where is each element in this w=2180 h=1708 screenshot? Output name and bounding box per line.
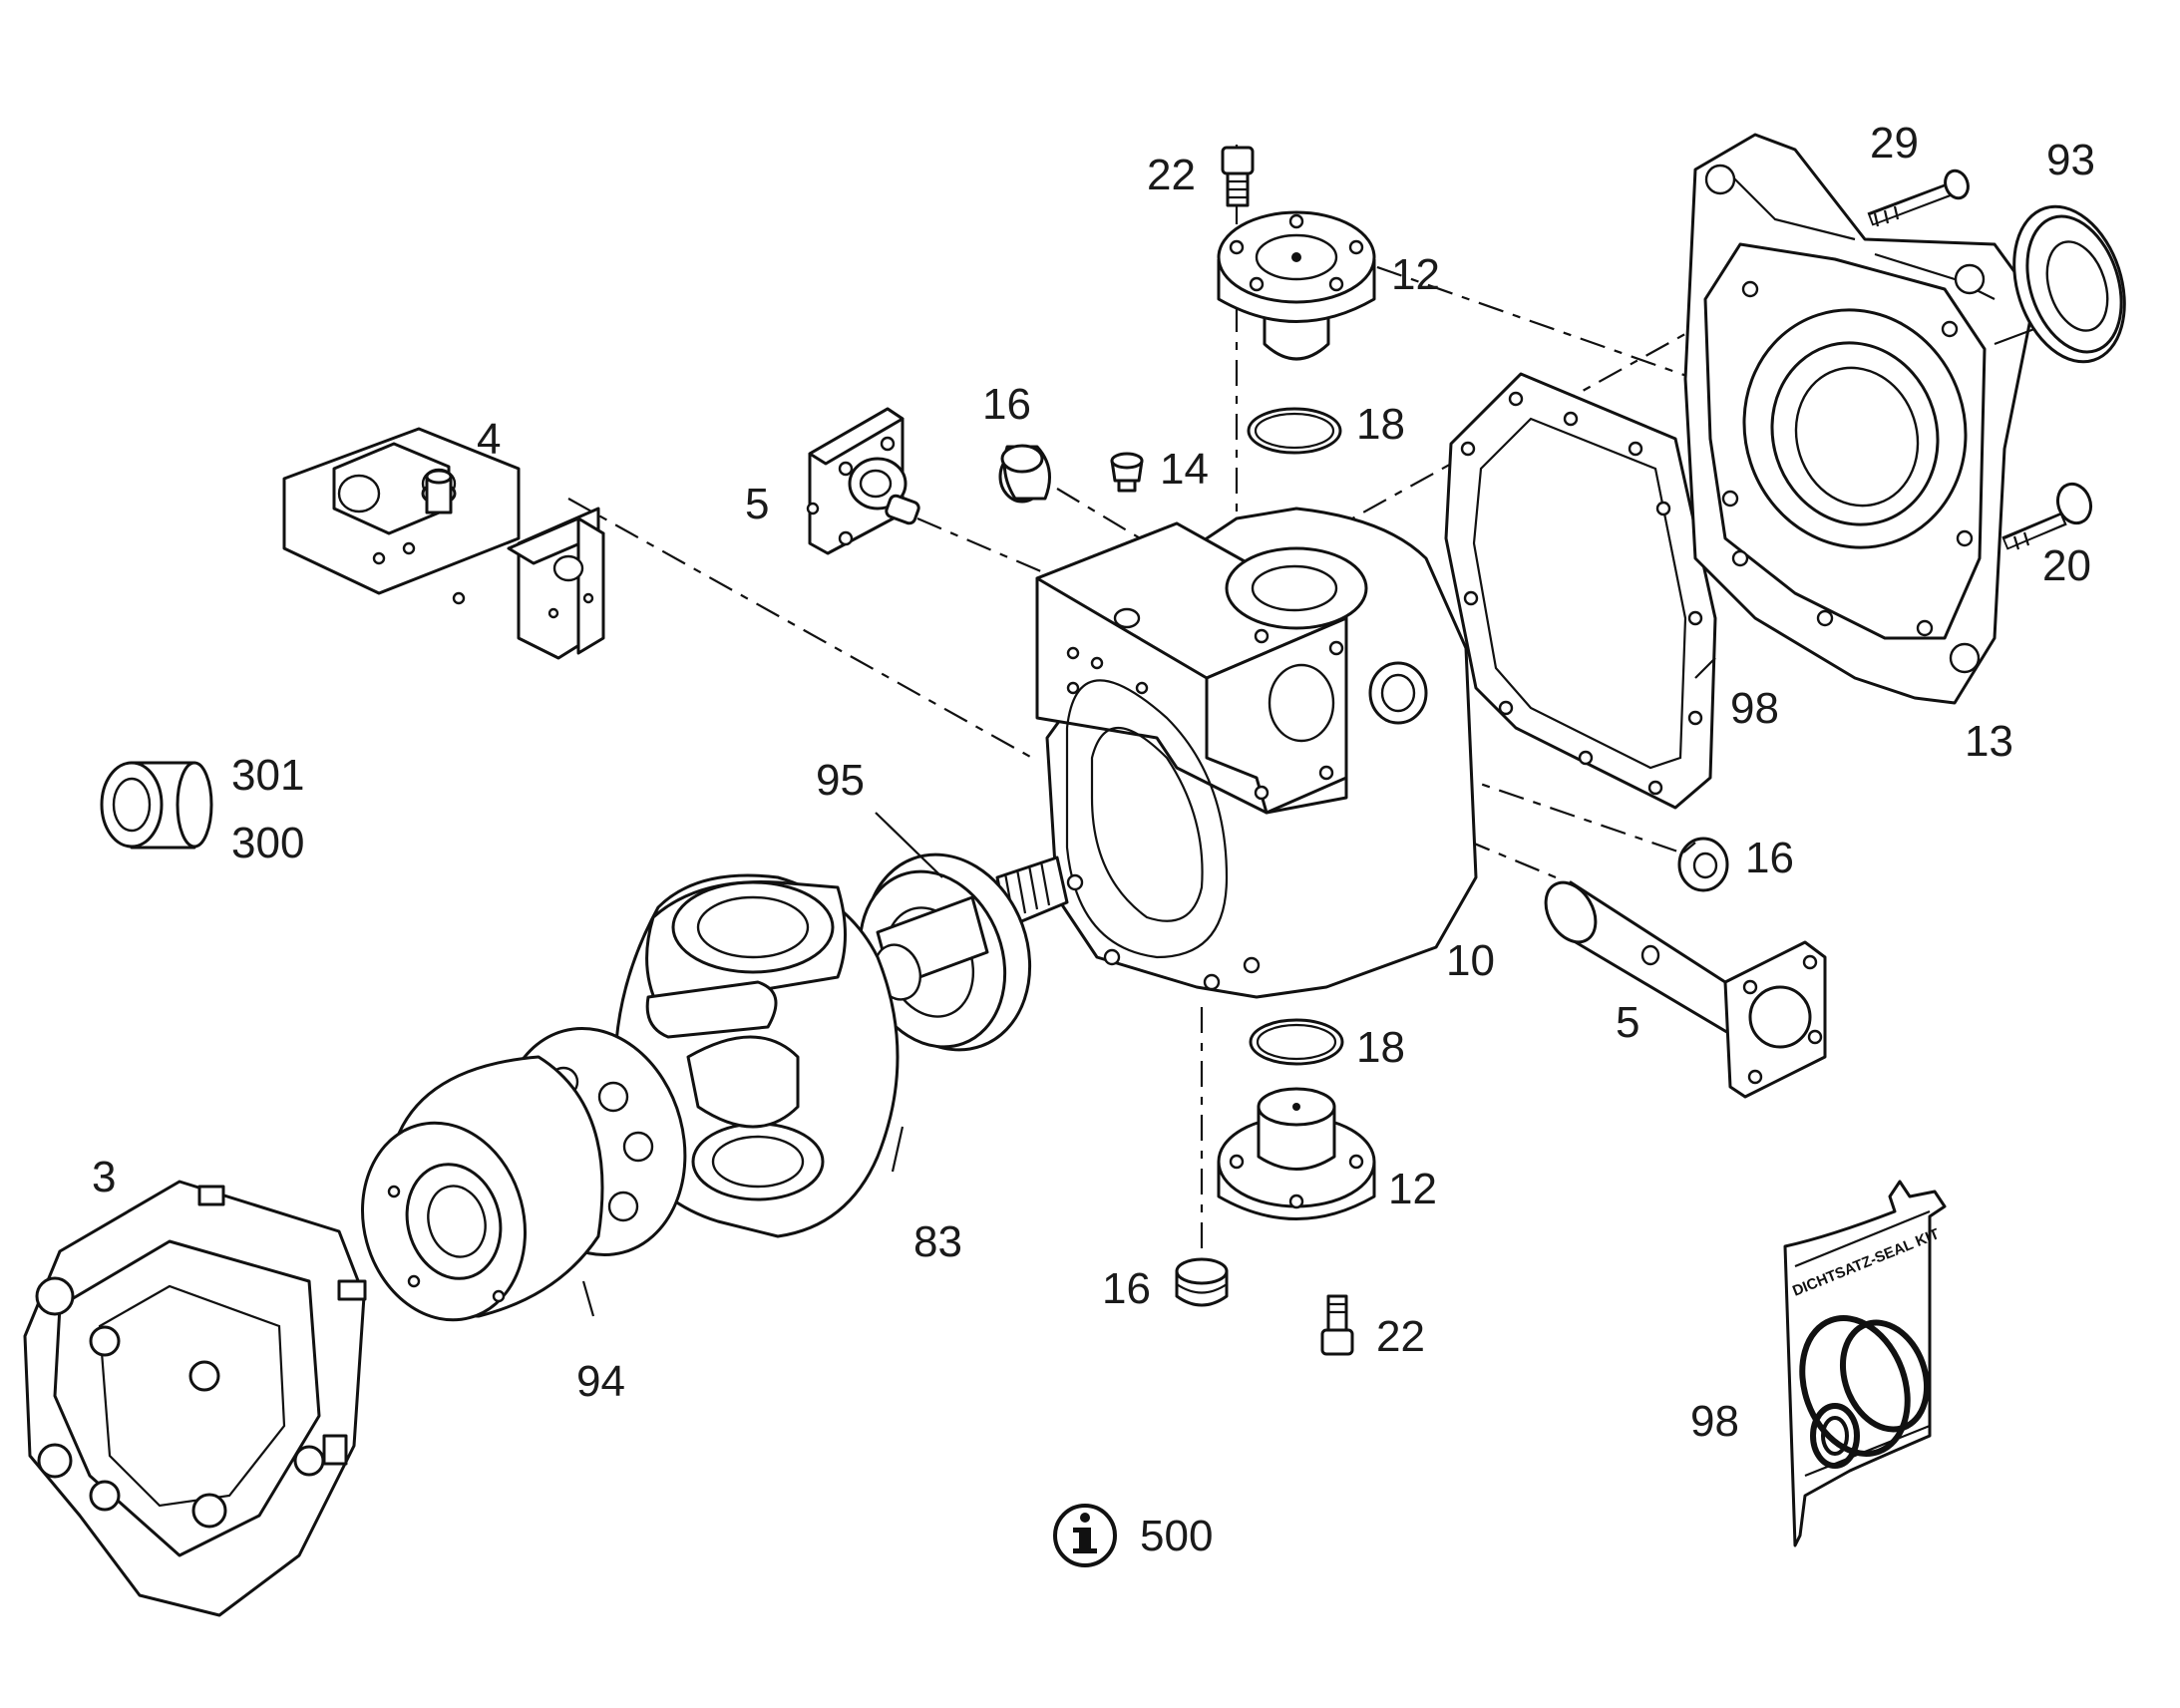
label-22-bottom: 22 (1376, 1312, 1425, 1361)
cover-12-top (1217, 210, 1376, 361)
label-93: 93 (2046, 136, 2095, 184)
info-icon (1053, 1504, 1117, 1567)
label-95: 95 (816, 756, 865, 805)
label-18-bottom: 18 (1356, 1023, 1405, 1072)
screw-22-top (1221, 146, 1255, 207)
label-20: 20 (2042, 541, 2091, 590)
label-3: 3 (92, 1153, 116, 1201)
label-98-gasket: 98 (1730, 684, 1779, 733)
gasket-98 (1444, 372, 1717, 810)
yoke-83 (613, 873, 900, 1238)
label-4: 4 (477, 415, 501, 464)
label-16-b: 16 (1745, 834, 1794, 882)
screw-22-bottom (1320, 1294, 1354, 1356)
control-piston-5-left (806, 407, 920, 555)
port-plate-13 (1683, 133, 2036, 705)
label-5-right: 5 (1616, 998, 1639, 1047)
o-ring-18-bottom (1249, 1018, 1344, 1066)
label-83: 83 (913, 1217, 962, 1266)
label-18-top: 18 (1356, 400, 1405, 449)
plug-16-right (1677, 837, 1729, 892)
label-16-a: 16 (982, 380, 1031, 429)
cover-12-bottom (1217, 1087, 1376, 1220)
bolt-29 (1867, 169, 1970, 227)
bushing-301-300 (100, 761, 213, 850)
o-ring-18-top (1247, 407, 1342, 455)
info-reference-number: 500 (1140, 1512, 1213, 1560)
label-29: 29 (1870, 119, 1919, 168)
label-13: 13 (1965, 717, 2013, 766)
label-94: 94 (576, 1357, 625, 1406)
leader-lines (581, 327, 2035, 1317)
plug-16-bottom (1175, 1257, 1229, 1307)
plug-14 (1110, 452, 1144, 493)
plug-16-top (998, 444, 1051, 504)
label-12-bottom: 12 (1388, 1165, 1437, 1213)
valve-block-4 (282, 427, 605, 660)
label-22-top: 22 (1147, 151, 1196, 199)
label-301: 301 (231, 751, 304, 800)
shaft-seal-93 (2012, 204, 2126, 364)
label-14: 14 (1160, 445, 1209, 494)
control-piston-5-right (1544, 880, 1827, 1099)
rear-cover-3 (23, 1180, 367, 1617)
label-10: 10 (1446, 936, 1495, 985)
cylinder-block-94 (361, 1027, 687, 1322)
label-5-left: 5 (745, 480, 769, 528)
label-98-kit: 98 (1690, 1397, 1739, 1446)
screw-20 (2001, 482, 2093, 550)
label-16-c: 16 (1102, 1264, 1151, 1313)
part-number-labels: 22 12 29 93 16 14 18 4 5 20 98 13 301 30… (92, 119, 2095, 1560)
housing-10 (1035, 507, 1478, 999)
label-300: 300 (231, 819, 304, 867)
seal-kit-98: DICHTSATZ-SEAL KIT (1783, 1180, 1947, 1547)
label-12-top: 12 (1391, 250, 1440, 299)
